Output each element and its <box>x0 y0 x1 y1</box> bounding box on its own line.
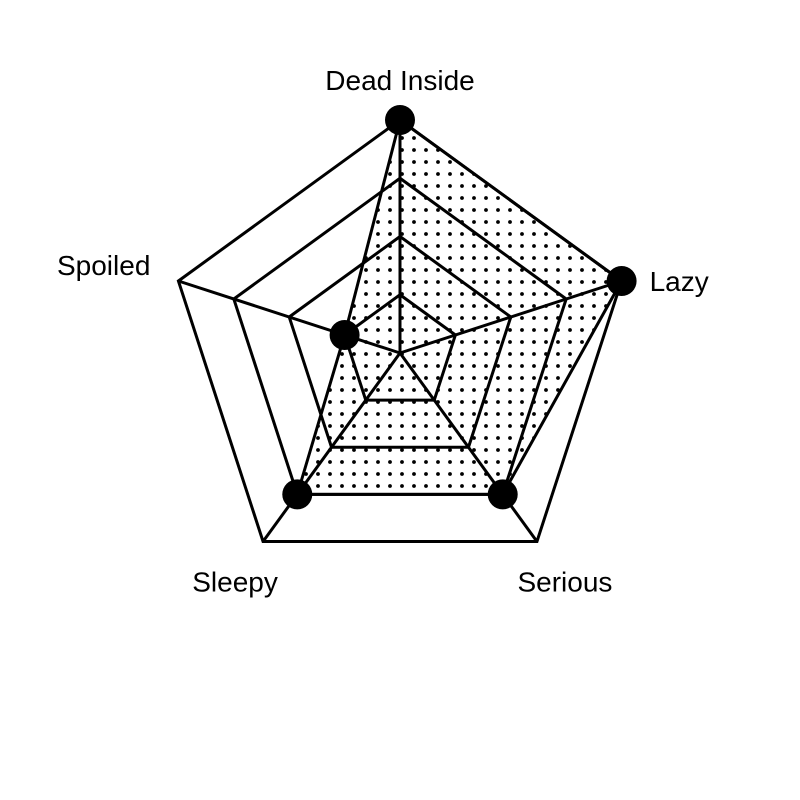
radar-area-layer <box>295 118 624 496</box>
data-point-4 <box>329 319 360 350</box>
axis-label-3: Sleepy <box>192 567 278 598</box>
axis-label-4: Spoiled <box>57 250 150 281</box>
radar-points <box>282 105 637 510</box>
data-point-2 <box>487 479 518 510</box>
spoke-1 <box>399 279 623 355</box>
axis-label-2: Serious <box>517 567 612 598</box>
data-area <box>295 118 624 496</box>
axis-label-0: Dead Inside <box>325 65 474 96</box>
spoke-2 <box>398 352 539 543</box>
spoke-3 <box>261 352 402 543</box>
data-point-0 <box>385 105 415 135</box>
data-point-1 <box>606 265 637 296</box>
spoke-4 <box>177 279 401 355</box>
data-point-3 <box>282 479 313 510</box>
axis-label-1: Lazy <box>650 266 709 297</box>
radar-spokes <box>177 120 623 543</box>
